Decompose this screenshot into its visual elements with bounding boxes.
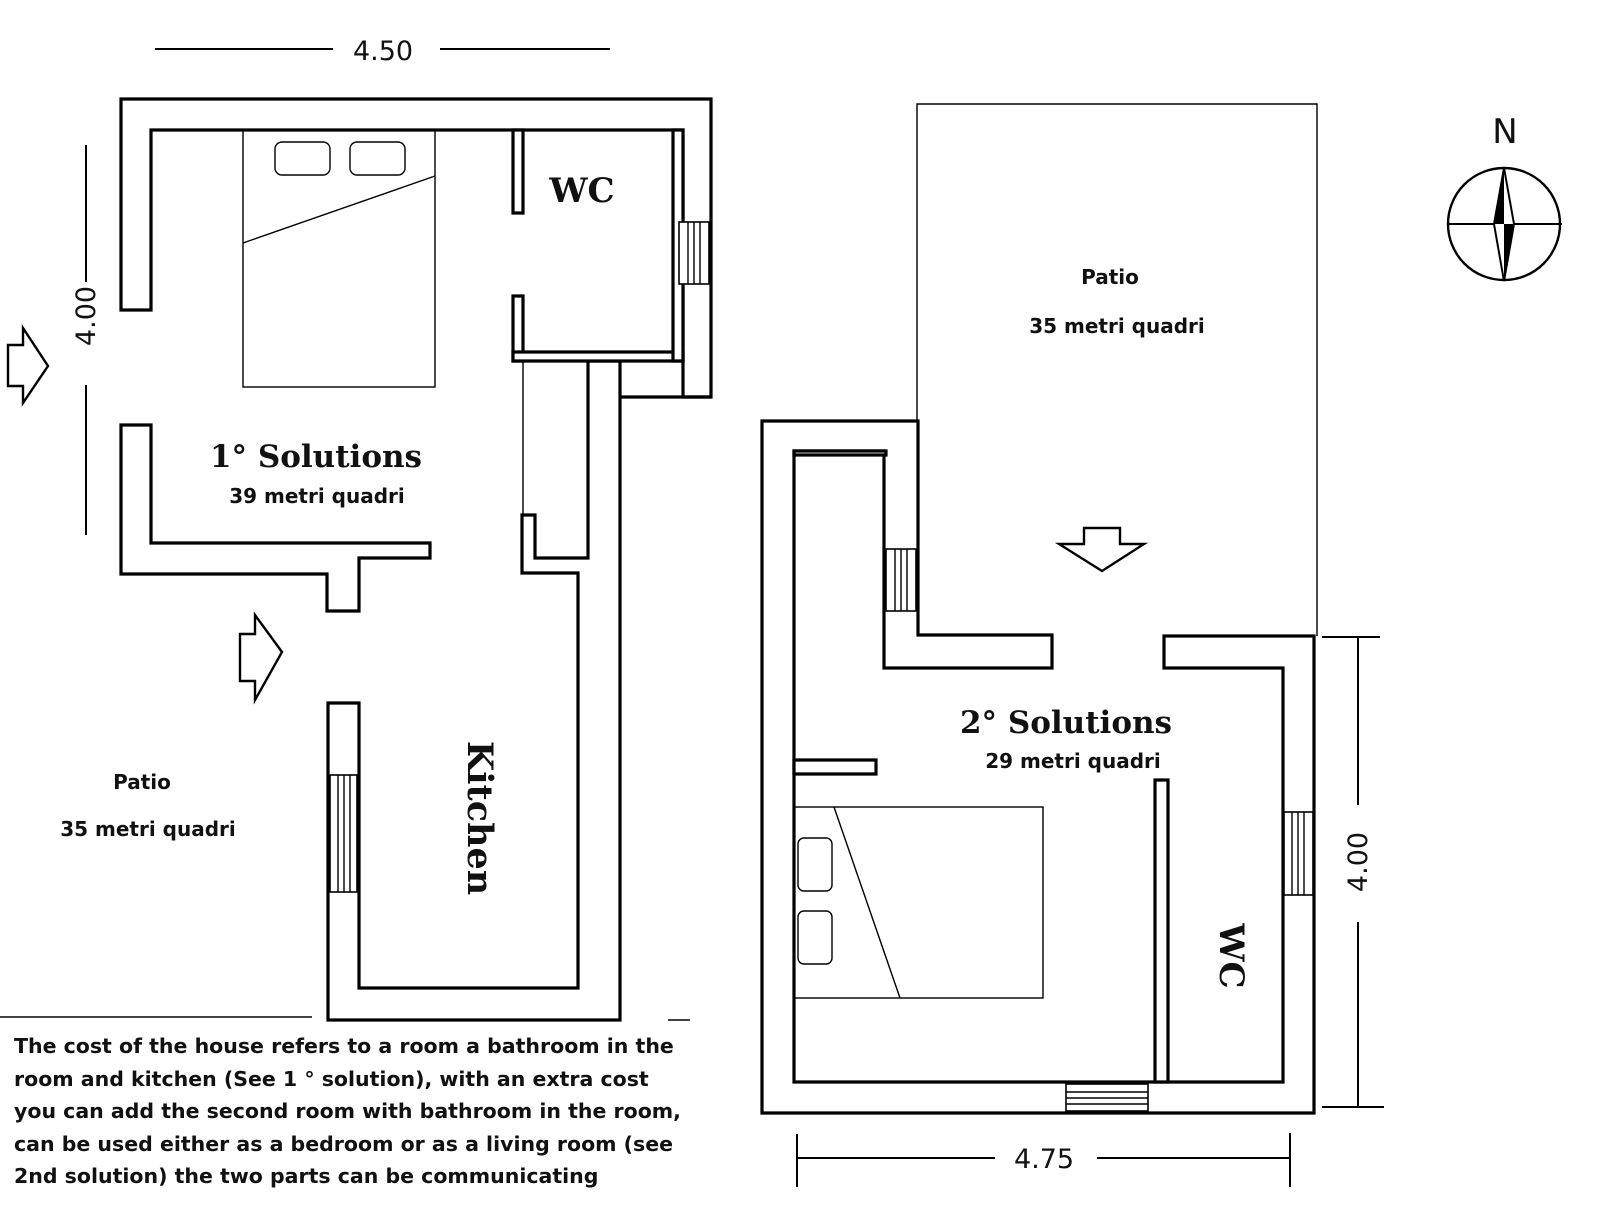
patio-right-label: Patio [1081,265,1139,289]
dimension-top-left: 4.50 [155,36,610,67]
wall-wc-partition [1153,778,1170,1084]
compass-north-icon: N [1446,112,1562,282]
dimension-label-right-vertical: 4.00 [1343,832,1374,892]
dimension-label-bottom-right: 4.75 [1014,1144,1074,1175]
dimension-label-left-vertical: 4.00 [71,286,102,346]
patio-right-boundary [916,103,1318,636]
window-kitchen [329,774,358,893]
window-wc [678,221,710,285]
entrance-arrow-patio [1054,526,1149,573]
description-text: The cost of the house refers to a room a… [14,1034,681,1188]
wc-label-solution-1: WC [548,171,614,211]
compass-north-label: N [1492,112,1517,152]
solution-1-title: 1° Solutions [210,439,422,475]
pillow [274,141,331,176]
wall-wc-left [511,128,525,215]
wall-inner-stub [792,758,878,776]
entrance-arrow-left [6,323,50,407]
solution-1-plan: 4.50 4.00 [0,36,713,1022]
solution-1-area: 39 metri quadri [229,484,405,508]
dimension-bottom-right: 4.75 [796,1133,1291,1187]
wc-label-solution-2: WC [1211,922,1251,988]
bed-solution-2 [793,806,1044,999]
window-solution-2-left [885,548,917,612]
pillow [797,910,833,965]
wall-inner-vertical [792,449,888,457]
dimension-right-vertical: 4.00 [1322,636,1384,1108]
solution-2-title: 2° Solutions [960,705,1172,741]
patio-left-area: 35 metri quadri [60,817,236,841]
kitchen-label: Kitchen [459,741,500,895]
wall-outer-left-lower [119,423,432,613]
pillow [797,837,833,892]
dimension-label-top-left: 4.50 [353,36,413,67]
wall-wc-right [671,128,685,363]
pillow [349,141,406,176]
window-solution-2-wc [1283,811,1314,896]
solution-2-plan: Patio 35 metri quadri [760,103,1384,1187]
solution-2-area: 29 metri quadri [985,749,1161,773]
entrance-arrow-kitchen [238,611,284,705]
patio-left-label: Patio [113,770,171,794]
wall-right-corridor [326,359,622,1022]
bed-solution-1 [242,129,436,388]
dimension-left-vertical: 4.00 [71,145,102,535]
wall-wc-bottom [511,350,685,363]
window-solution-2-bottom [1065,1083,1149,1112]
patio-right-area: 35 metri quadri [1029,314,1205,338]
